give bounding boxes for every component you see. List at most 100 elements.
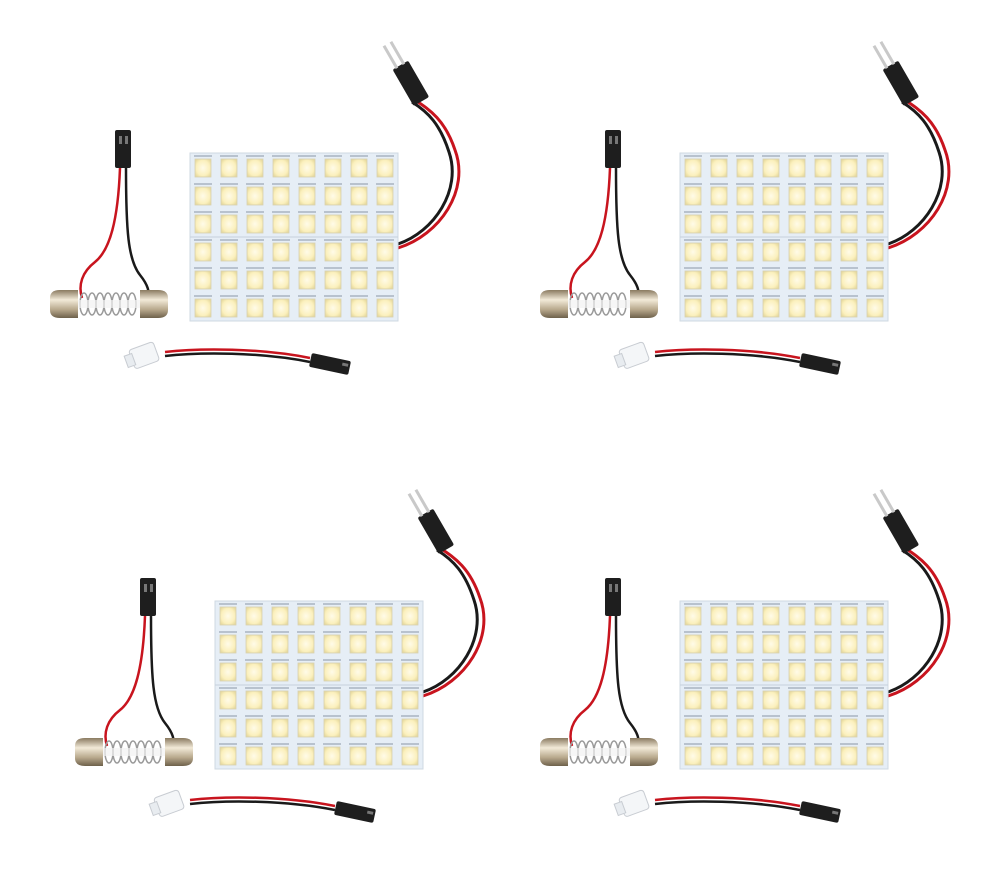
led-chip bbox=[840, 718, 858, 738]
festoon-cap bbox=[140, 290, 168, 318]
led-chip bbox=[350, 270, 368, 290]
led-chip bbox=[271, 662, 289, 682]
led-chip bbox=[866, 158, 884, 178]
led-chip bbox=[710, 298, 728, 318]
led-chip bbox=[350, 298, 368, 318]
led-chip bbox=[736, 298, 754, 318]
led-chip bbox=[376, 298, 394, 318]
festoon-cap bbox=[165, 738, 193, 766]
led-chip bbox=[840, 690, 858, 710]
led-chip bbox=[220, 242, 238, 262]
led-chip bbox=[814, 214, 832, 234]
black-wire bbox=[397, 100, 454, 246]
led-chip bbox=[710, 214, 728, 234]
led-chip bbox=[762, 270, 780, 290]
led-chip bbox=[684, 298, 702, 318]
led-chip bbox=[297, 662, 315, 682]
led-chip bbox=[375, 746, 393, 766]
led-chip bbox=[866, 270, 884, 290]
led-chip bbox=[323, 690, 341, 710]
connector-plug bbox=[872, 489, 919, 554]
festoon-adapter bbox=[50, 290, 168, 318]
led-chip bbox=[375, 662, 393, 682]
led-chip bbox=[350, 158, 368, 178]
led-chip bbox=[375, 634, 393, 654]
led-chip bbox=[814, 270, 832, 290]
led-chip bbox=[349, 690, 367, 710]
t10-wedge-adapter bbox=[613, 789, 650, 817]
led-chip bbox=[349, 634, 367, 654]
connector-plug bbox=[334, 801, 376, 823]
connector-plug bbox=[407, 489, 454, 554]
led-chip bbox=[788, 606, 806, 626]
led-chip bbox=[349, 718, 367, 738]
led-chip bbox=[272, 242, 290, 262]
led-chip bbox=[866, 606, 884, 626]
led-chip bbox=[736, 690, 754, 710]
led-chip bbox=[271, 746, 289, 766]
led-chip bbox=[297, 634, 315, 654]
led-chip bbox=[194, 298, 212, 318]
led-chip bbox=[684, 214, 702, 234]
led-chip bbox=[349, 662, 367, 682]
led-chip bbox=[762, 718, 780, 738]
black-wire bbox=[654, 800, 801, 812]
led-chip bbox=[866, 242, 884, 262]
led-chip bbox=[350, 214, 368, 234]
black-wire bbox=[614, 615, 640, 749]
led-chip bbox=[710, 746, 728, 766]
led-chip bbox=[298, 158, 316, 178]
led-chip bbox=[245, 718, 263, 738]
led-chip bbox=[376, 270, 394, 290]
led-chip bbox=[245, 634, 263, 654]
led-chip bbox=[219, 606, 237, 626]
led-chip bbox=[272, 186, 290, 206]
led-chip bbox=[814, 718, 832, 738]
led-chip bbox=[684, 606, 702, 626]
led-chip bbox=[401, 606, 419, 626]
red-wire bbox=[887, 546, 951, 698]
festoon-cap bbox=[540, 290, 568, 318]
led-chip bbox=[272, 270, 290, 290]
led-chip bbox=[736, 606, 754, 626]
led-chip bbox=[736, 634, 754, 654]
led-chip bbox=[710, 242, 728, 262]
led-chip bbox=[684, 662, 702, 682]
led-chip bbox=[401, 662, 419, 682]
led-chip bbox=[324, 186, 342, 206]
connector-plug bbox=[115, 130, 131, 168]
red-wire bbox=[189, 796, 336, 808]
led-chip bbox=[788, 746, 806, 766]
led-chip bbox=[194, 158, 212, 178]
led-chip bbox=[220, 298, 238, 318]
led-chip bbox=[298, 186, 316, 206]
led-chip bbox=[194, 270, 212, 290]
pin bbox=[879, 489, 896, 514]
led-chip bbox=[245, 746, 263, 766]
t10-wedge-adapter bbox=[148, 789, 185, 817]
connector-plug bbox=[605, 578, 621, 616]
red-wire bbox=[887, 98, 951, 250]
led-chip bbox=[219, 690, 237, 710]
led-chip bbox=[245, 690, 263, 710]
led-chip bbox=[710, 270, 728, 290]
led-chip bbox=[710, 186, 728, 206]
led-chip bbox=[736, 214, 754, 234]
pin bbox=[879, 41, 896, 66]
pin bbox=[382, 45, 399, 70]
led-chip bbox=[762, 606, 780, 626]
led-chip bbox=[762, 662, 780, 682]
led-chip bbox=[298, 298, 316, 318]
black-wire bbox=[149, 615, 175, 749]
led-chip bbox=[375, 606, 393, 626]
led-panel bbox=[214, 600, 424, 770]
led-kit bbox=[540, 41, 951, 375]
led-chip bbox=[736, 270, 754, 290]
led-chip bbox=[297, 606, 315, 626]
led-chip bbox=[866, 662, 884, 682]
led-chip bbox=[736, 242, 754, 262]
black-wire bbox=[654, 352, 801, 364]
led-chip bbox=[323, 718, 341, 738]
pin bbox=[407, 493, 424, 518]
led-chip bbox=[762, 242, 780, 262]
